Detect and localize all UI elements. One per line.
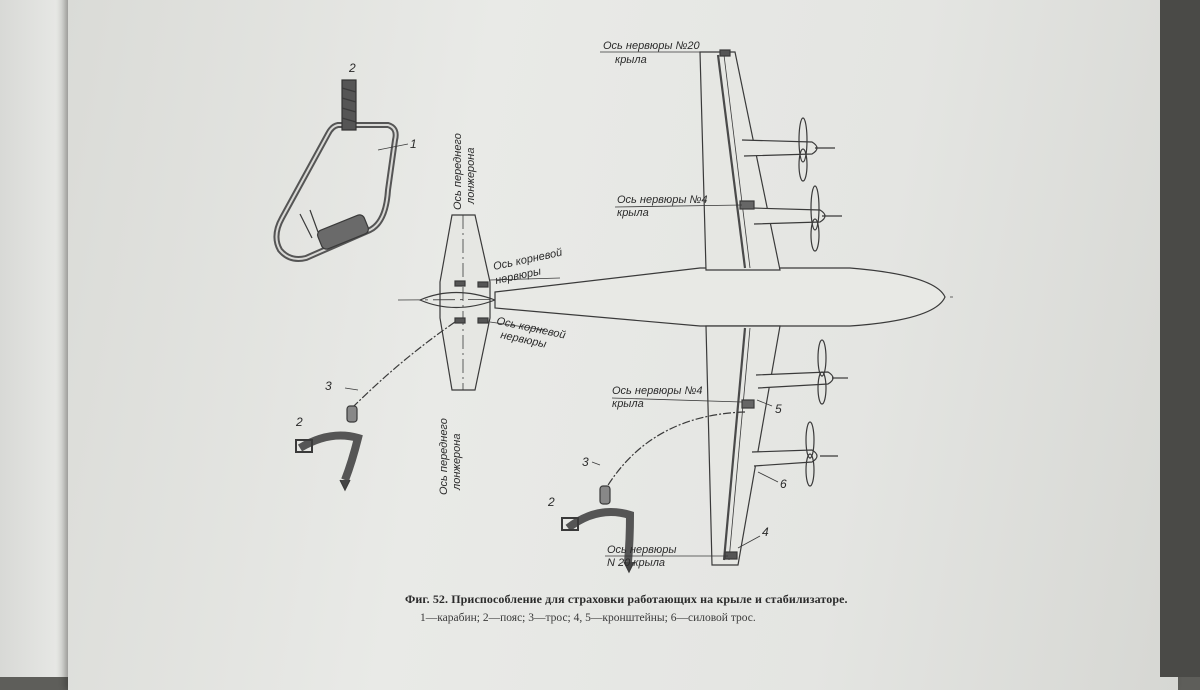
front-spar-bottom-label-2: лонжерона [451, 434, 463, 491]
figure-caption-title: Фиг. 52. Приспособление для страховки ра… [405, 592, 848, 606]
callout-3-left: 3 [325, 379, 332, 393]
front-spar-top-label-1: Ось переднего [452, 133, 464, 210]
rib4-bottom-label-2: крыла [612, 398, 644, 410]
right-background [1160, 0, 1200, 677]
callout-4: 4 [762, 525, 769, 539]
leader-lines [344, 51, 779, 557]
front-spar-top-label-2: лонжерона [465, 148, 477, 205]
belt-left [295, 405, 363, 492]
callout-6: 6 [780, 477, 787, 491]
left-page-edge [0, 0, 70, 677]
rib20-bottom-label-1: Ось нервюры [607, 544, 676, 556]
carabiner-drawing [273, 79, 409, 262]
rib4-bottom-label-1: Ось нервюры №4 [612, 385, 703, 397]
callout-2-belt-right: 2 [547, 495, 555, 509]
rib4-top-label-1: Ось нервюры №4 [617, 194, 708, 206]
figure-caption-legend: 1—карабин; 2—пояс; 3—трос; 4, 5—кронштей… [420, 612, 756, 624]
belt-right [561, 485, 635, 574]
callout-1: 1 [410, 137, 417, 151]
book-page [68, 0, 1178, 690]
rib4-top-label-2: крыла [617, 207, 649, 219]
callout-2-carabiner: 2 [348, 61, 356, 75]
callout-3-right: 3 [582, 455, 589, 469]
tether-right [604, 411, 746, 491]
fuselage [494, 267, 946, 327]
front-spar-bottom-label-1: Ось переднего [438, 418, 450, 495]
rib20-top-label-1: Ось нервюры №20 [603, 40, 700, 52]
tether-left [351, 321, 456, 409]
callout-5: 5 [775, 402, 782, 416]
upper-wing [699, 49, 842, 271]
stabilizer-drawing [418, 214, 497, 391]
rib20-top-label-2: крыла [615, 54, 647, 66]
lower-wing [705, 325, 848, 566]
rib20-bottom-label-2: N 20 крыла [607, 557, 665, 569]
callout-2-belt-left: 2 [295, 415, 303, 429]
